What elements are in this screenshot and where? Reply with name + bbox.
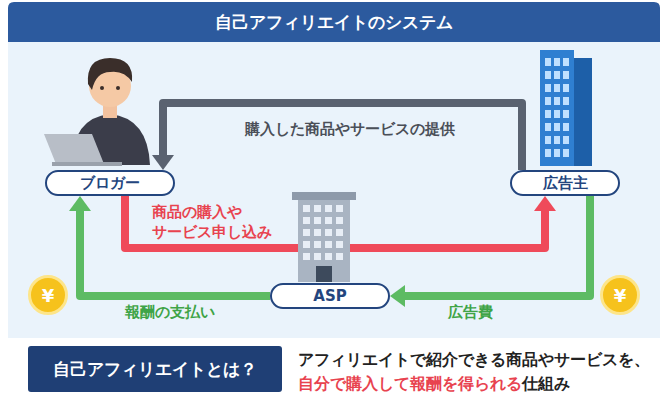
panel	[8, 42, 660, 338]
window	[563, 84, 569, 92]
laptop	[44, 134, 104, 164]
window	[336, 241, 343, 248]
window	[545, 110, 551, 118]
window	[545, 136, 551, 144]
window	[325, 205, 332, 212]
advertiser-building	[540, 50, 592, 166]
edge-label: 報酬の支払い	[110, 303, 230, 323]
window	[303, 217, 310, 224]
actor-pill: ASP	[270, 283, 390, 309]
yen-coin: ¥	[28, 275, 68, 315]
window	[336, 217, 343, 224]
windows	[545, 58, 569, 157]
window	[314, 205, 321, 212]
window	[325, 217, 332, 224]
window	[303, 253, 310, 260]
building-front	[540, 50, 574, 166]
actor-pill: 広告主	[510, 170, 620, 196]
window	[545, 123, 551, 131]
window	[545, 97, 551, 105]
window	[554, 71, 560, 79]
edge-label-holder: 広告費	[430, 303, 510, 323]
window	[314, 241, 321, 248]
edge-label-holder: 商品の購入や サービス申し込み	[152, 203, 296, 242]
explanation-text: 自分で購入して報酬を得られる	[298, 375, 522, 393]
node-label: ブロガー	[80, 174, 140, 193]
title-holder: 自己アフィリエイトのシステム	[8, 2, 660, 42]
window	[545, 149, 551, 157]
node-label: 広告主	[543, 174, 588, 193]
window	[554, 136, 560, 144]
edge-label: 広告費	[430, 303, 510, 323]
window	[314, 229, 321, 236]
window	[303, 241, 310, 248]
window	[554, 97, 560, 105]
window	[545, 71, 551, 79]
hair	[88, 58, 132, 90]
door	[316, 266, 332, 282]
building-roof	[292, 192, 356, 200]
window	[325, 241, 332, 248]
window	[563, 110, 569, 118]
yen-coin: ¥	[600, 275, 640, 315]
window	[554, 84, 560, 92]
definition-box: 自己アフィリエイトとは？	[28, 346, 282, 392]
explanation-text: アフィリエイトで紹介できる商品やサービスを、	[298, 351, 650, 369]
title: 自己アフィリエイトのシステム	[215, 11, 453, 34]
explanation-text: 仕組み	[522, 375, 570, 393]
window	[563, 71, 569, 79]
window	[554, 149, 560, 157]
window	[545, 84, 551, 92]
edge-label: 購入した商品やサービスの提供	[190, 120, 510, 140]
window	[554, 110, 560, 118]
node-label: 自己アフィリエイトとは？	[53, 358, 257, 381]
explanation: アフィリエイトで紹介できる商品やサービスを、自分で購入して報酬を得られる仕組み	[298, 348, 650, 396]
window	[303, 229, 310, 236]
eye	[100, 86, 104, 90]
window	[545, 58, 551, 66]
building-front	[298, 196, 350, 282]
window	[303, 205, 310, 212]
window	[563, 149, 569, 157]
edge-label: 商品の購入や サービス申し込み	[152, 203, 296, 242]
window	[554, 58, 560, 66]
building-side	[574, 58, 592, 166]
window	[314, 217, 321, 224]
window	[325, 229, 332, 236]
window	[563, 123, 569, 131]
delivery-arrow	[163, 103, 522, 170]
window	[325, 253, 332, 260]
explanation-line: アフィリエイトで紹介できる商品やサービスを、	[298, 348, 650, 372]
window	[563, 97, 569, 105]
window	[563, 136, 569, 144]
window	[314, 253, 321, 260]
eye	[116, 86, 120, 90]
window	[554, 123, 560, 131]
actor-pill: ブロガー	[45, 170, 175, 196]
edge-label-holder: 購入した商品やサービスの提供	[190, 120, 510, 140]
fee-arrow	[405, 196, 590, 296]
windows	[303, 205, 343, 260]
edge-label-holder: 報酬の支払い	[110, 303, 230, 323]
laptop-base	[52, 162, 122, 166]
title-bar	[8, 2, 660, 42]
explanation-line: 自分で購入して報酬を得られる仕組み	[298, 372, 650, 396]
window	[563, 58, 569, 66]
window	[336, 229, 343, 236]
blogger-figure	[44, 58, 150, 166]
asp-building	[292, 192, 356, 282]
node-label: ASP	[313, 287, 346, 305]
window	[336, 253, 343, 260]
window	[336, 205, 343, 212]
